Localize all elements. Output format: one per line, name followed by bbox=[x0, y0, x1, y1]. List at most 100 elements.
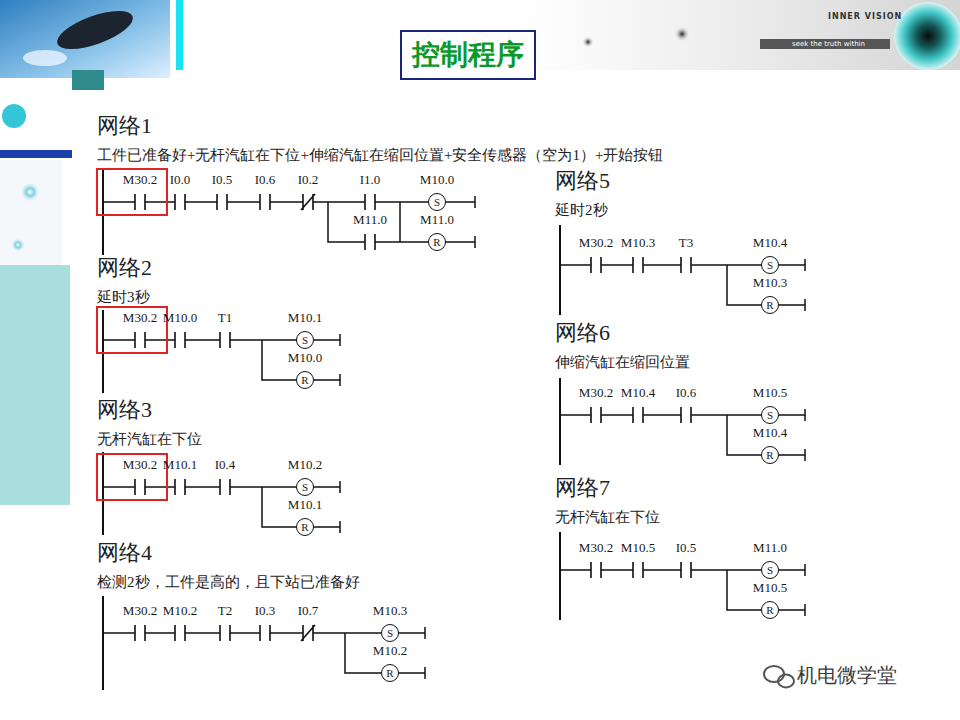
network-heading: 网络3 bbox=[97, 397, 152, 423]
no-contact-symbol bbox=[591, 561, 601, 579]
output-coil: M10.4S bbox=[753, 235, 787, 274]
no-contact-symbol bbox=[681, 406, 691, 424]
contact-gap bbox=[175, 193, 185, 211]
side-panel bbox=[0, 160, 62, 265]
coil-address: M10.2 bbox=[288, 457, 322, 473]
branch-wire bbox=[328, 202, 475, 242]
power-rail bbox=[559, 225, 561, 315]
rung-wire bbox=[103, 201, 475, 203]
output-coil: M10.0R bbox=[288, 350, 322, 389]
slide-title: 控制程序 bbox=[412, 36, 524, 74]
coil-end bbox=[804, 564, 806, 576]
contact-gap bbox=[591, 256, 601, 274]
network-comment: 延时3秒 bbox=[97, 288, 150, 306]
no-contact-symbol bbox=[217, 193, 227, 211]
coil-symbol: R bbox=[761, 601, 779, 619]
jetski-rider bbox=[53, 3, 138, 57]
title-frame: 控制程序 bbox=[400, 30, 536, 80]
contact-gap bbox=[681, 256, 691, 274]
no-contact-symbol bbox=[633, 561, 643, 579]
contact-gap bbox=[681, 406, 691, 424]
contact-gap bbox=[633, 256, 643, 274]
contact-gap bbox=[591, 406, 601, 424]
contact-bars bbox=[175, 332, 185, 348]
coil-end bbox=[804, 299, 806, 311]
coil-address: M10.0 bbox=[420, 172, 454, 188]
coil-address: M10.1 bbox=[288, 497, 322, 513]
coil-end bbox=[339, 374, 341, 386]
no-contact-symbol bbox=[220, 624, 230, 642]
contact-address: T2 bbox=[218, 603, 232, 619]
no-contact-symbol bbox=[175, 193, 185, 211]
no-contact-symbol bbox=[175, 624, 185, 642]
branch-wire bbox=[399, 202, 401, 242]
contact-gap bbox=[175, 478, 185, 496]
blur-dot bbox=[674, 26, 690, 42]
coil-type: S bbox=[767, 259, 773, 271]
coil-symbol: S bbox=[761, 256, 779, 274]
contact-gap bbox=[591, 561, 601, 579]
output-coil: M11.0S bbox=[753, 540, 787, 579]
coil-end bbox=[339, 481, 341, 493]
power-rail bbox=[102, 168, 104, 255]
coil-type: S bbox=[767, 564, 773, 576]
contact-bars bbox=[301, 625, 315, 641]
contact-address: I0.7 bbox=[298, 603, 319, 619]
no-contact-symbol bbox=[220, 331, 230, 349]
network-comment: 工件已准备好+无杆汽缸在下位+伸缩汽缸在缩回位置+安全传感器（空为1）+开始按钮 bbox=[97, 146, 663, 164]
contact-address: I0.4 bbox=[215, 457, 236, 473]
network-comment: 检测2秒，工件是高的，且下站已准备好 bbox=[97, 573, 360, 591]
nc-contact-symbol bbox=[301, 193, 315, 211]
contact-address: M10.2 bbox=[163, 603, 197, 619]
contact-bars bbox=[220, 479, 230, 495]
coil-end bbox=[339, 521, 341, 533]
coil-type: R bbox=[766, 604, 773, 616]
no-contact-symbol bbox=[633, 256, 643, 274]
contact-address: M30.2 bbox=[114, 457, 166, 473]
contact-bars bbox=[591, 562, 601, 578]
contact-gap bbox=[633, 406, 643, 424]
contact-gap bbox=[260, 193, 270, 211]
power-rail bbox=[102, 452, 104, 535]
no-contact-symbol bbox=[135, 193, 145, 211]
eye-image bbox=[894, 2, 960, 70]
contact-address: I0.2 bbox=[298, 172, 319, 188]
output-coil: M10.1R bbox=[288, 497, 322, 536]
contact-bars bbox=[365, 194, 375, 210]
coil-type: R bbox=[766, 449, 773, 461]
contact-bars bbox=[175, 625, 185, 641]
coil-type: R bbox=[301, 521, 308, 533]
banner-slogan: seek the truth within bbox=[792, 40, 865, 49]
coil-symbol: R bbox=[381, 664, 399, 682]
contact-bars bbox=[681, 562, 691, 578]
coil-end bbox=[424, 627, 426, 639]
contact-bars bbox=[217, 194, 227, 210]
coil-symbol: R bbox=[761, 446, 779, 464]
banner bbox=[520, 0, 960, 70]
nc-contact-symbol bbox=[301, 624, 315, 642]
coil-end bbox=[474, 236, 476, 248]
network-comment: 伸缩汽缸在缩回位置 bbox=[555, 353, 690, 371]
coil-address: M11.0 bbox=[753, 540, 787, 556]
coil-address: M10.4 bbox=[753, 235, 787, 251]
contact-address: M30.2 bbox=[114, 172, 166, 188]
no-contact-symbol bbox=[681, 561, 691, 579]
contact-bars bbox=[135, 479, 145, 495]
output-coil: M10.3R bbox=[753, 275, 787, 314]
contact-gap bbox=[217, 193, 227, 211]
contact-address: I0.0 bbox=[170, 172, 191, 188]
blur-dot bbox=[582, 36, 594, 48]
coil-address: M10.2 bbox=[373, 643, 407, 659]
teal-block bbox=[72, 70, 104, 90]
no-contact-symbol bbox=[260, 193, 270, 211]
network-heading: 网络6 bbox=[555, 320, 610, 346]
contact-address: M10.1 bbox=[163, 457, 197, 473]
photo bbox=[0, 0, 170, 78]
contact-bars bbox=[260, 194, 270, 210]
contact-bars bbox=[365, 234, 375, 250]
contact-address: I0.5 bbox=[212, 172, 233, 188]
power-rail bbox=[559, 532, 561, 620]
banner-logo: INNER VISION bbox=[828, 12, 902, 22]
contact-gap bbox=[135, 624, 145, 642]
glow-dot bbox=[11, 238, 25, 252]
